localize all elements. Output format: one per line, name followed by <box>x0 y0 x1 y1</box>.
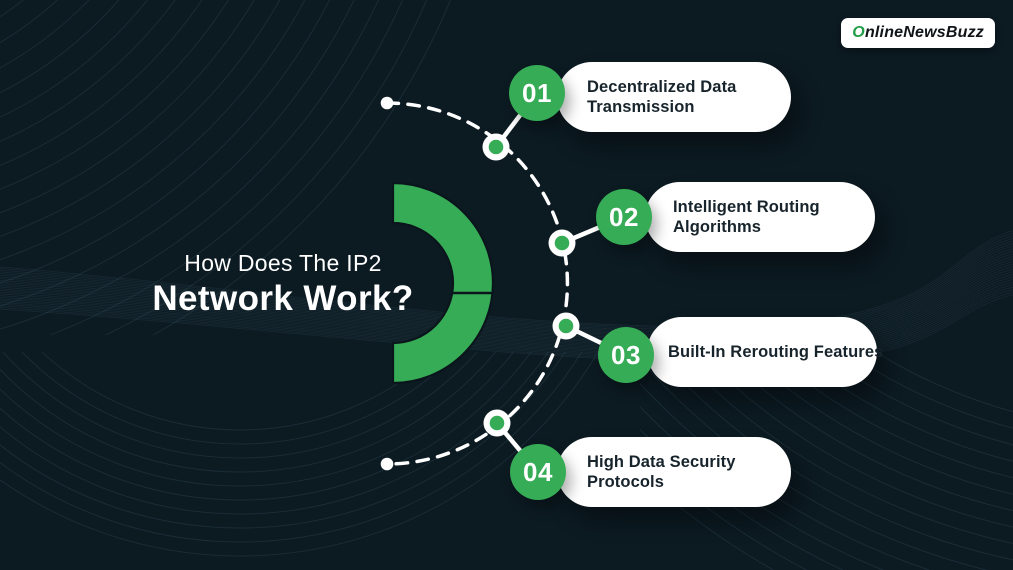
logo-text: nlineNewsBuzz <box>864 24 984 41</box>
step-label: Intelligent Routing Algorithms <box>673 197 820 236</box>
title-line1: How Does The IP2 <box>184 250 382 276</box>
step-number-badge-4: 04 <box>510 444 566 500</box>
progress-arc <box>391 181 495 385</box>
step-label: High Data Security Protocols <box>587 452 736 491</box>
route-nodes <box>482 133 580 437</box>
title-line2: Network Work? <box>152 279 414 318</box>
step-label: Built-In Rerouting Features <box>668 342 884 361</box>
step-number-badge-3: 03 <box>598 327 654 383</box>
step-card-4: High Data Security Protocols <box>557 437 791 507</box>
route-end-dot-bottom <box>380 457 394 471</box>
route-end-dot-top <box>380 96 394 110</box>
step-number-badge-1: 01 <box>509 65 565 121</box>
step-card-3: Built-In Rerouting Features <box>647 317 883 387</box>
node-connector-lines <box>493 90 629 475</box>
logo-accent-letter: O <box>852 24 865 41</box>
step-card-1: Decentralized Data Transmission <box>557 62 791 132</box>
step-card-2: Intelligent Routing Algorithms <box>645 182 875 252</box>
dashed-route-path <box>385 101 570 466</box>
background-waves-bottom-left <box>0 352 599 557</box>
step-number-badge-2: 02 <box>596 189 652 245</box>
page-title: How Does The IP2 Network Work? <box>95 250 471 318</box>
step-label: Decentralized Data Transmission <box>587 77 737 116</box>
